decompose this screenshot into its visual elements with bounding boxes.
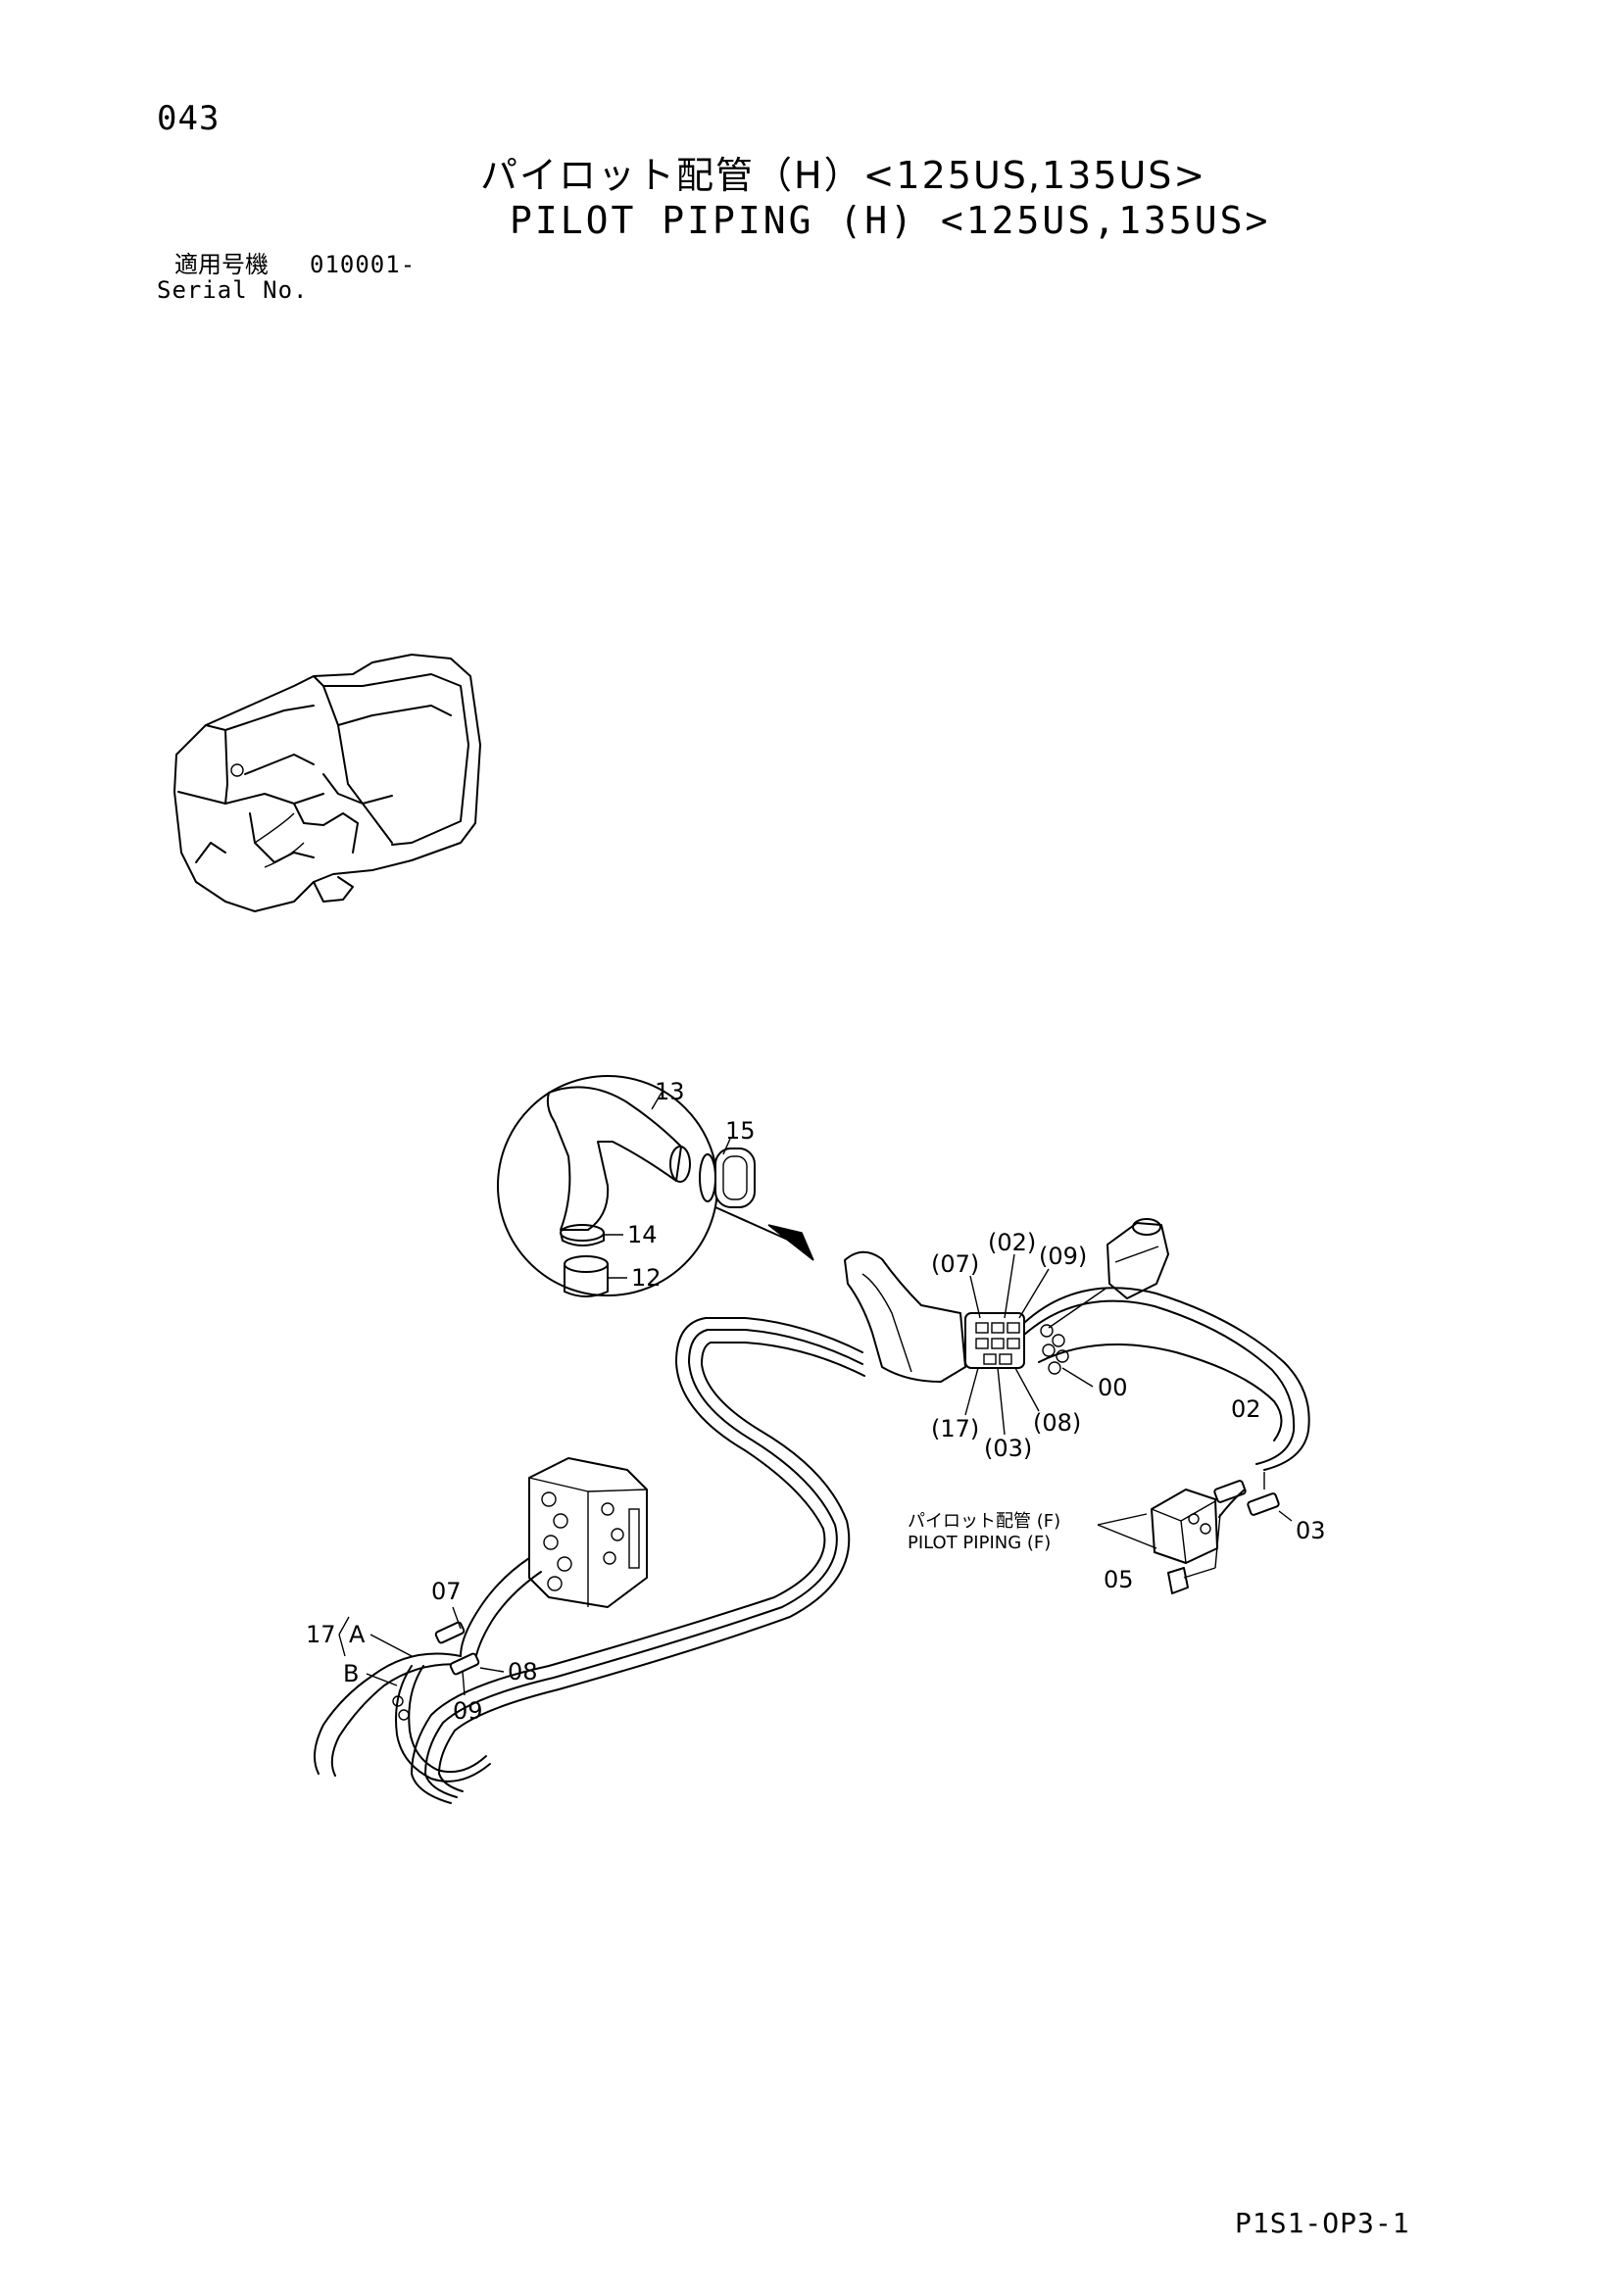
callout-13: 13 xyxy=(655,1078,685,1105)
callout-17: 17 xyxy=(306,1621,336,1648)
callout-09: 09 xyxy=(453,1697,483,1725)
serial-label-english: Serial No. xyxy=(157,276,309,304)
valve-leader-lines xyxy=(964,1253,1094,1436)
reference-label-japanese: パイロット配管 (F) xyxy=(908,1511,1060,1532)
callout-00: 00 xyxy=(1098,1374,1128,1401)
serial-label-japanese: 適用号機 xyxy=(174,251,269,278)
callout-15: 15 xyxy=(725,1117,756,1145)
callout-07-paren: (07) xyxy=(931,1250,979,1278)
callout-12: 12 xyxy=(631,1264,662,1292)
page-title-japanese: パイロット配管（H）<125US,135US> xyxy=(480,154,1207,197)
callout-02-paren: (02) xyxy=(988,1229,1036,1256)
callout-17-paren: (17) xyxy=(931,1415,979,1442)
machine-overview-illustration xyxy=(173,654,481,912)
pilot-valve-assembly xyxy=(411,1218,1310,1804)
callout-03: 03 xyxy=(1296,1517,1326,1544)
callout-02: 02 xyxy=(1231,1395,1261,1423)
callout-09-paren: (09) xyxy=(1039,1243,1087,1270)
control-valve-block xyxy=(314,1457,648,1783)
callout-14: 14 xyxy=(627,1221,658,1248)
callout-08: 08 xyxy=(508,1658,538,1685)
page-title-english: PILOT PIPING (H) <125US,135US> xyxy=(510,199,1271,242)
drawing-code: P1S1-OP3-1 xyxy=(1235,2207,1410,2239)
reference-label-english: PILOT PIPING (F) xyxy=(908,1533,1051,1553)
serial-number-value: 010001- xyxy=(310,251,417,278)
callout-07: 07 xyxy=(431,1578,462,1605)
callout-03-paren: (03) xyxy=(984,1435,1032,1462)
callout-08-paren: (08) xyxy=(1033,1409,1081,1437)
hose-end-a: A xyxy=(349,1621,366,1648)
page-number: 043 xyxy=(157,99,221,138)
left-leader-lines xyxy=(338,1606,505,1696)
hose-end-b: B xyxy=(343,1660,359,1687)
callout-05: 05 xyxy=(1104,1566,1134,1593)
detail-view-circle xyxy=(497,1075,814,1297)
